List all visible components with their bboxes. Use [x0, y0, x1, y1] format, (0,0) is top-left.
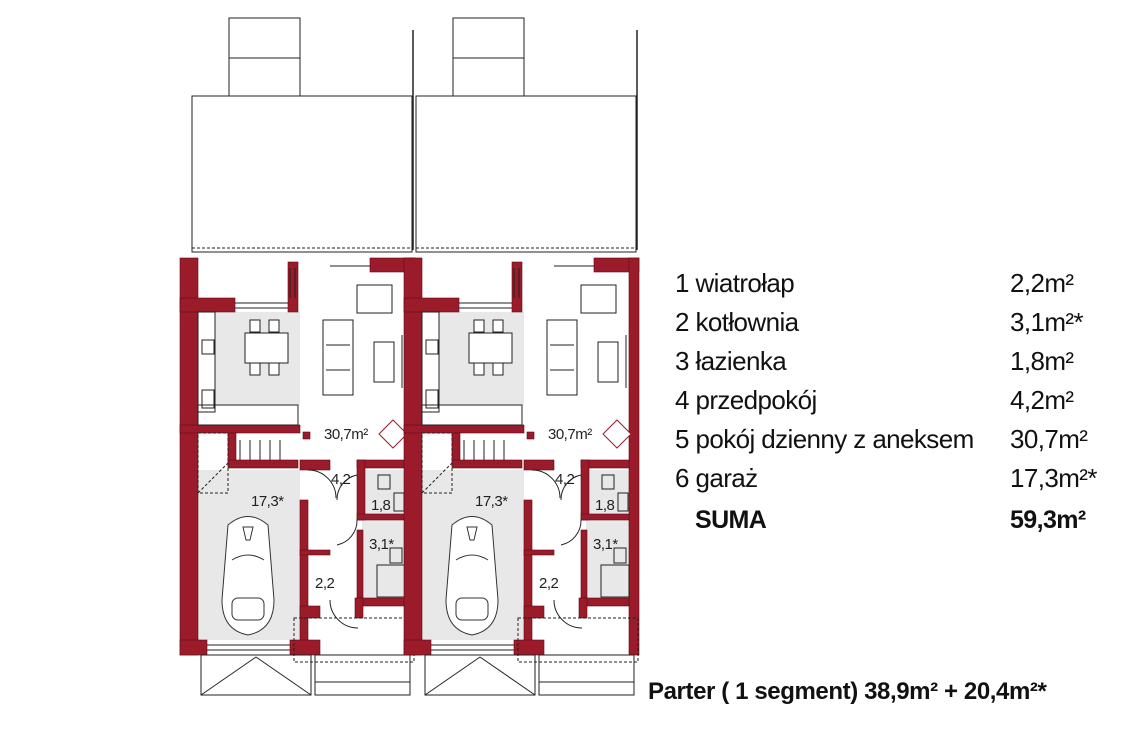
room-label-vestibule: 2,2	[539, 575, 559, 592]
room-name: 6 garaż	[675, 463, 758, 493]
legend-row: 4 przedpokój 4,2m²	[675, 385, 1120, 424]
room-label-hall: 4,2	[555, 471, 575, 488]
room-name: 3 łazienka	[675, 346, 787, 376]
room-area: 17,3m²*	[1010, 463, 1097, 493]
floor-plan	[179, 17, 640, 696]
room-label-bath: 1,8	[371, 497, 391, 514]
room-area: 1,8m²	[1010, 346, 1074, 376]
room-label-living: 30,7m²	[324, 426, 368, 443]
room-area: 30,7m²	[1010, 424, 1088, 454]
legend-total-row: SUMA 59,3m²	[675, 506, 1120, 545]
room-label-garage: 17,3*	[251, 493, 284, 510]
room-area: 3,1m²*	[1010, 307, 1084, 337]
segment-left	[179, 17, 416, 696]
legend-row: 1 wiatrołap 2,2m²	[675, 268, 1120, 307]
room-label-living: 30,7m²	[548, 426, 592, 443]
room-area: 4,2m²	[1010, 385, 1074, 415]
legend-row: 3 łazienka 1,8m²	[675, 346, 1120, 385]
room-name: 2 kotłownia	[675, 307, 799, 337]
room-label-boiler: 3,1*	[593, 536, 618, 553]
area-legend: 1 wiatrołap 2,2m² 2 kotłownia 3,1m²* 3 łaz…	[675, 268, 1120, 545]
room-label-vestibule: 2,2	[315, 575, 335, 592]
room-area: 2,2m²	[1010, 268, 1074, 298]
segment-right	[403, 17, 640, 696]
legend-row: 6 garaż 17,3m²*	[675, 463, 1120, 502]
legend-row: 2 kotłownia 3,1m²*	[675, 307, 1120, 346]
room-name: 5 pokój dzienny z aneksem	[675, 424, 974, 454]
room-label-bath: 1,8	[595, 497, 615, 514]
total-area: 59,3m²	[1010, 506, 1086, 534]
room-name: 4 przedpokój	[675, 385, 817, 415]
floor-summary: Parter ( 1 segment) 38,9m² + 20,4m²*	[648, 678, 1047, 705]
room-name: 1 wiatrołap	[675, 268, 795, 298]
legend-row: 5 pokój dzienny z aneksem 30,7m²	[675, 424, 1120, 463]
room-label-garage: 17,3*	[475, 493, 508, 510]
room-label-hall: 4,2	[331, 471, 351, 488]
room-label-boiler: 3,1*	[369, 536, 394, 553]
total-label: SUMA	[695, 506, 767, 534]
